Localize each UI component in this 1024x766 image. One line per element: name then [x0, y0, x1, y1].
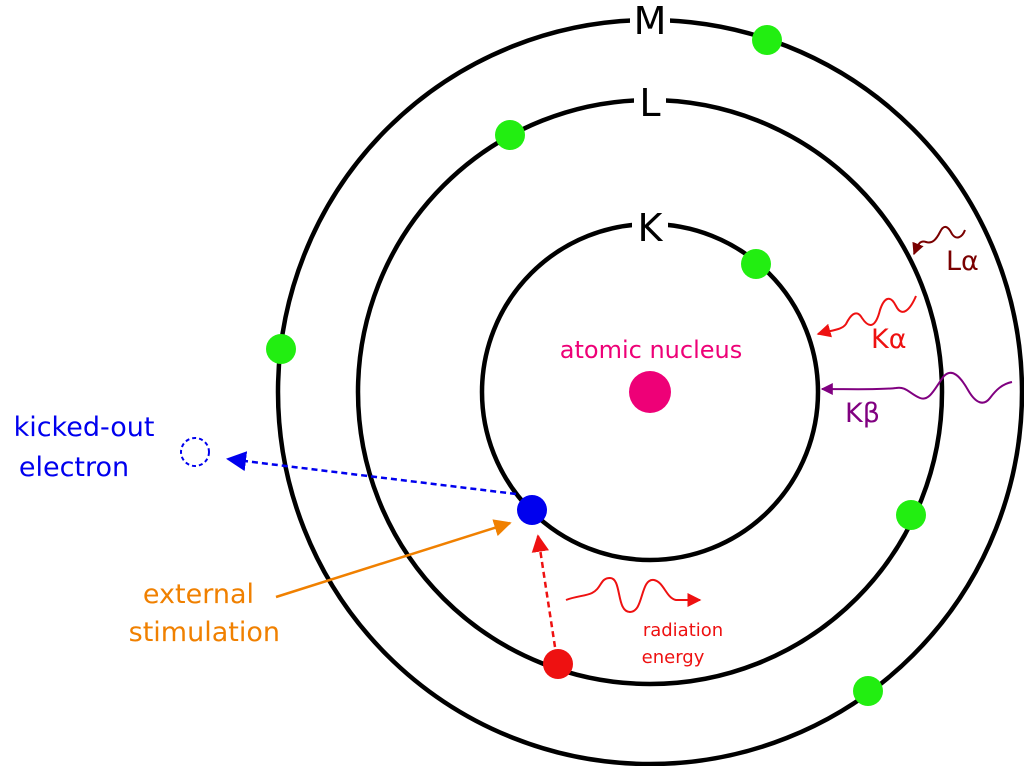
- ejection-arrow: [226, 451, 517, 496]
- k-label-bg: [632, 208, 668, 246]
- kicked-out-label-line2: electron: [19, 452, 129, 483]
- k-alpha-label: Kα: [871, 324, 907, 355]
- atomic-nucleus: [629, 371, 671, 413]
- l-shell-electron-top: [495, 120, 525, 150]
- k-beta-wave: [820, 371, 1013, 404]
- radiation-energy-line2: energy: [642, 647, 705, 668]
- external-stimulation-arrow: [275, 519, 512, 599]
- k-shell-label: K: [638, 206, 664, 250]
- l-shell-transition-electron: [543, 649, 573, 679]
- l-alpha-wave: [912, 226, 966, 256]
- l-label-bg: [634, 84, 666, 122]
- m-shell-electron-bottom: [853, 676, 883, 706]
- k-alpha-wave: [816, 295, 917, 338]
- m-shell-electron-top: [752, 25, 782, 55]
- nucleus-label: atomic nucleus: [560, 336, 742, 364]
- radiation-wave: [565, 576, 702, 614]
- m-shell-electron-left: [266, 334, 296, 364]
- kicked-out-electron: [180, 437, 210, 467]
- l-shell-electron-right: [896, 500, 926, 530]
- kicked-out-label-line1: kicked-out: [14, 412, 155, 443]
- external-stimulation-line2: stimulation: [129, 617, 280, 648]
- m-label-bg: [630, 2, 670, 40]
- k-shell-electron-top: [741, 249, 771, 279]
- l-alpha-label: Lα: [946, 246, 979, 277]
- radiation-energy-line1: radiation: [643, 620, 723, 641]
- l-shell-label: L: [639, 81, 660, 125]
- transition-arrow: [531, 534, 557, 648]
- k-beta-label: Kβ: [845, 398, 880, 429]
- k-shell-vacancy-electron: [517, 495, 547, 525]
- external-stimulation-line1: external: [143, 579, 254, 610]
- m-shell-label: M: [634, 0, 667, 43]
